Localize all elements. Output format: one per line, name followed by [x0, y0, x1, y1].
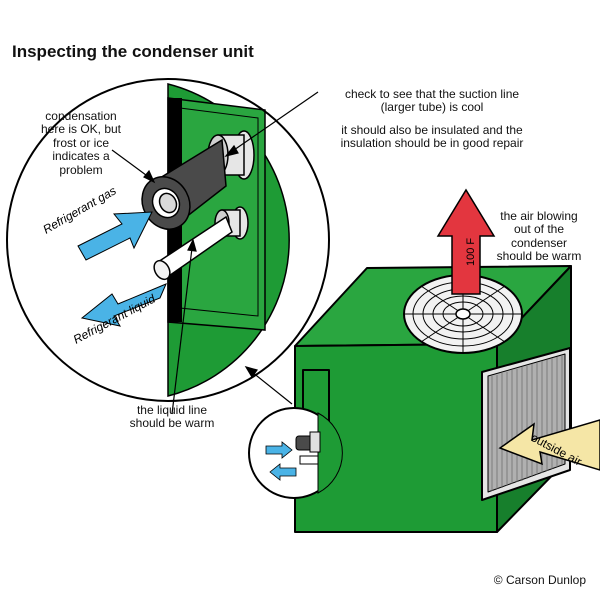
- callout-line: it should also be insulated and the: [341, 123, 523, 137]
- callout-line: indicates a: [52, 149, 110, 164]
- callout-line: problem: [59, 162, 103, 177]
- copyright-notice: © Carson Dunlop: [493, 573, 586, 587]
- callout-line: the air blowing: [500, 209, 578, 223]
- callout-line: here is OK, but: [40, 122, 122, 137]
- callout-line: condenser: [510, 235, 568, 250]
- refrigerant-gas-arrow-icon: [77, 211, 153, 261]
- callout-line: insulation should be in good repair: [340, 136, 524, 151]
- page-title: Inspecting the condenser unit: [12, 42, 254, 61]
- callout-line: out of the: [513, 222, 565, 237]
- refrigerant-liquid-arrow-icon: [80, 283, 167, 327]
- callout-line: condensation: [45, 109, 117, 123]
- callout-line: (larger tube) is cool: [380, 100, 484, 115]
- insulated-suction-line-icon: [141, 138, 227, 230]
- suction-line-callout: check to see that the suction line (larg…: [312, 87, 552, 115]
- temperature-label: 100 F: [465, 238, 477, 266]
- callout-line: should be warm: [129, 416, 215, 431]
- air-blowing-callout: the air blowing out of the condenser sho…: [484, 209, 594, 264]
- callout-line: frost or ice: [52, 135, 109, 150]
- refrigerant-gas-label: Refrigerant gas: [41, 183, 119, 236]
- insulation-callout: it should also be insulated and the insu…: [312, 123, 552, 151]
- hot-air-arrow-icon: [436, 188, 496, 295]
- magnified-detail-circle: [6, 78, 330, 402]
- outside-air-arrow-icon: [498, 419, 600, 471]
- small-detail-circle: [248, 407, 343, 499]
- liquid-line-callout: the liquid line should be warm: [112, 403, 232, 431]
- callout-line: should be warm: [496, 249, 582, 264]
- callout-line: check to see that the suction line: [344, 87, 520, 101]
- condensation-callout: condensation here is OK, but frost or ic…: [22, 109, 140, 177]
- leader-lines: [111, 91, 319, 415]
- callout-line: the liquid line: [136, 403, 208, 417]
